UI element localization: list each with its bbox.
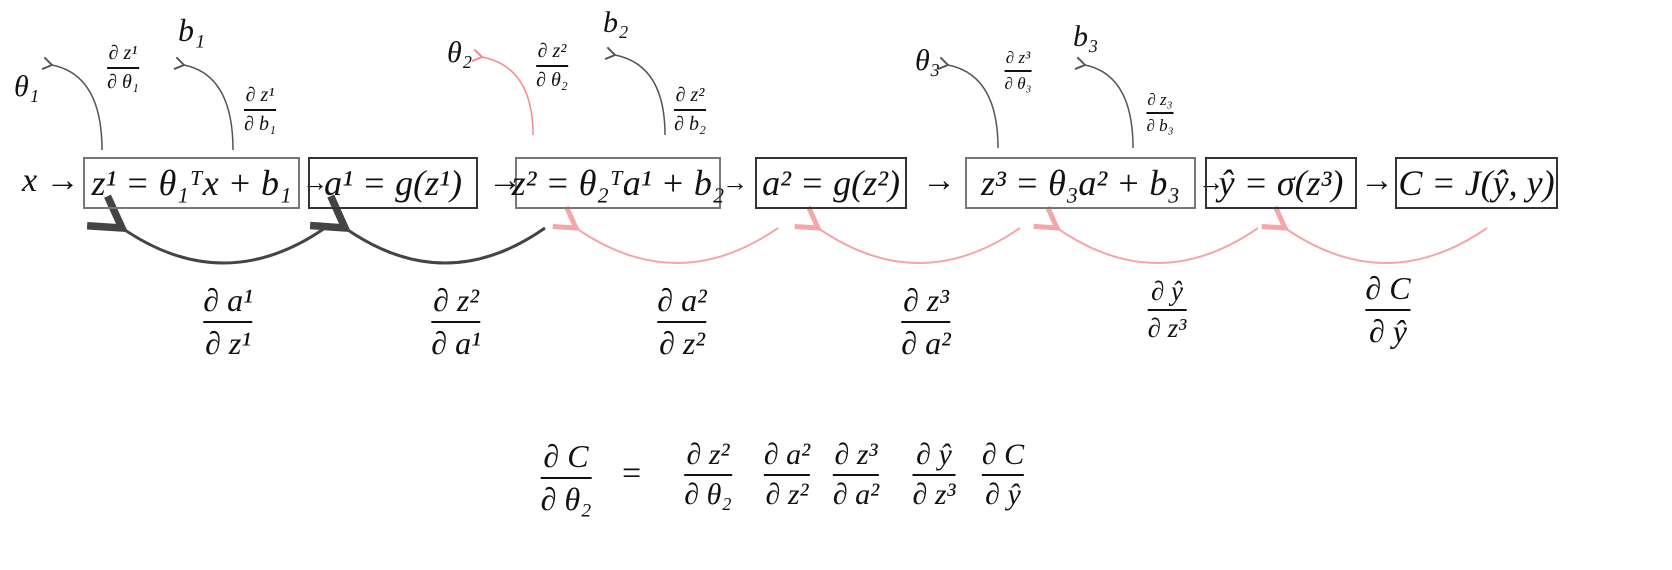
node-z3: z³ = θ₃a² + b₃ [965, 157, 1196, 209]
grad-z3-a2: ∂ z³∂ a² [901, 282, 951, 361]
chain-term: ∂ a²∂ z² [763, 438, 811, 511]
forward-arrow: → [722, 168, 748, 197]
grad-a1-z1: ∂ a¹∂ z¹ [203, 282, 253, 361]
backward-arrow [122, 228, 326, 265]
param-b2: b₂ [603, 6, 629, 39]
backward-arrow [345, 228, 546, 265]
grad-a2-z2: ∂ a²∂ z² [657, 282, 707, 361]
grad-z2-b2: ∂ z²∂ b₂ [674, 84, 706, 135]
input-x: x → [22, 162, 80, 199]
grad-yhat-z3: ∂ ŷ∂ z³ [1147, 276, 1187, 343]
backward-arrow [1285, 228, 1488, 264]
grad-z2-theta2: ∂ z²∂ θ₂ [536, 40, 568, 91]
backward-arrow [576, 228, 779, 264]
chain-term: ∂ z²∂ θ₂ [684, 438, 732, 511]
forward-arrow: → [1360, 162, 1394, 199]
node-cost: C = J(ŷ, y) [1395, 157, 1558, 209]
node-yhat: ŷ = σ(z³) [1205, 157, 1357, 209]
gradient-arrow [937, 56, 999, 149]
backward-arrow [1057, 228, 1259, 264]
node-a2: a² = g(z²) [755, 157, 907, 209]
grad-z2-a1: ∂ z²∂ a¹ [431, 282, 481, 361]
node-z2: z² = θ₂ᵀa¹ + b₂ [512, 157, 724, 209]
param-theta3: θ₃ [915, 44, 941, 77]
gradient-arrow [173, 56, 234, 151]
gradient-arrow [604, 46, 666, 136]
param-b3: b₃ [1073, 20, 1099, 53]
grad-z1-b1: ∂ z¹∂ b₁ [244, 84, 276, 135]
forward-arrow: → [922, 162, 956, 199]
param-theta2: θ₂ [447, 36, 473, 69]
gradient-arrow [41, 56, 103, 151]
chain-term: ∂ C∂ ŷ [981, 438, 1025, 511]
node-a1: a¹ = g(z¹) [308, 157, 478, 209]
grad-z3-theta3: ∂ z³∂ θ₃ [1004, 48, 1032, 93]
backward-arrow [818, 228, 1021, 264]
chain-lhs: ∂ C∂ θ₂ [540, 438, 592, 517]
node-z1: z¹ = θ₁ᵀx + b₁ [83, 157, 300, 209]
chain-term: ∂ z³∂ a² [832, 438, 880, 511]
param-theta1: θ₁ [14, 70, 40, 103]
chain-term: ∂ ŷ∂ z³ [912, 438, 956, 511]
chain-equals: = [622, 455, 642, 492]
forward-arrow: → [302, 168, 328, 197]
forward-arrow: → [1198, 168, 1224, 197]
grad-z1-theta1: ∂ z¹∂ θ₁ [107, 42, 139, 93]
gradient-arrow [1074, 56, 1134, 149]
param-b1: b₁ [178, 12, 206, 48]
grad-c-yhat: ∂ C∂ ŷ [1365, 270, 1411, 349]
grad-z3-b3: ∂ z₃∂ b₃ [1146, 90, 1174, 135]
gradient-arrow [471, 48, 534, 136]
